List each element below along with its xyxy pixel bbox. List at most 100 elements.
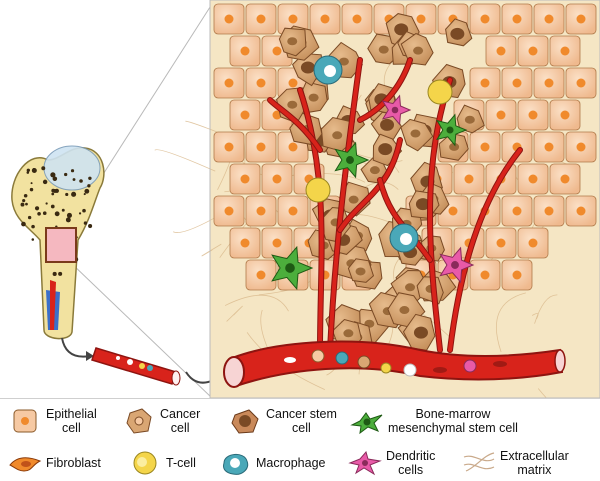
cancer-nucleus <box>399 306 410 315</box>
dendritic-cell-icon <box>348 450 382 476</box>
epithelial-nucleus <box>240 174 250 184</box>
ecm-fiber <box>537 388 548 398</box>
bone-marrow-dot <box>20 202 25 207</box>
mesenchymal-stem-cell-nucleus <box>346 156 354 164</box>
capillary <box>378 178 432 262</box>
cancer-stem-nucleus <box>378 143 393 156</box>
bone-marrow-dot <box>71 191 77 197</box>
epithelial-nucleus <box>224 78 234 88</box>
bone-marrow-dot <box>41 166 46 171</box>
capillary <box>268 98 322 152</box>
cancer-stem-nucleus <box>413 326 428 339</box>
mesenchymal-stem-cell-nucleus <box>446 126 454 134</box>
bone-marrow-dot <box>88 176 92 180</box>
epithelial-nucleus <box>256 14 266 24</box>
epithelial-nucleus <box>512 78 522 88</box>
epithelial-nucleus <box>496 46 506 56</box>
bone-marrow-dot <box>88 223 93 229</box>
bone-marrow-dot <box>42 211 47 216</box>
epithelial-nucleus <box>528 238 538 248</box>
epithelial-nucleus <box>272 46 282 56</box>
epithelial-nucleus <box>528 174 538 184</box>
zoomed-tissue-panel <box>154 0 600 398</box>
bone-marrow-dot <box>25 202 28 206</box>
cancer-nucleus <box>464 115 475 124</box>
bone-marrow-dot <box>65 217 71 223</box>
bone-marrow-dot <box>31 238 35 241</box>
bone-marrow-dot <box>72 178 76 181</box>
cancer-nucleus <box>378 45 389 54</box>
ecm-fiber <box>154 149 216 172</box>
epithelial-nucleus <box>224 14 234 24</box>
bone-marrow-dot <box>52 188 57 193</box>
legend-item-tcell: T-cell <box>128 449 196 477</box>
bone-marrow-dot <box>21 221 26 227</box>
macrophage-icon <box>223 454 249 475</box>
bone-marrow-dot <box>78 212 82 215</box>
epithelial-nucleus <box>256 206 266 216</box>
legend-label-ecm: Extracellular matrix <box>500 449 569 477</box>
bone-marrow-dot <box>65 192 69 197</box>
cancer-stem-nucleus <box>380 118 395 131</box>
bone-marrow-dot <box>50 172 56 178</box>
legend: Epithelial cell Cancer cell Cancer stem … <box>0 398 600 481</box>
legend-label-cancer: Cancer cell <box>160 407 201 435</box>
epithelial-nucleus <box>544 78 554 88</box>
legend-item-cancer-stem: Cancer stem cell <box>228 407 337 435</box>
capillary <box>358 58 412 122</box>
bone-marrow-dot <box>52 176 58 182</box>
epithelial-nucleus <box>496 238 506 248</box>
cancer-nucleus <box>355 267 366 276</box>
epithelial-nucleus <box>320 14 330 24</box>
zoom-region-box <box>45 227 77 263</box>
bone-marrow-dot <box>45 202 48 205</box>
ecm-fiber <box>531 313 539 319</box>
epithelial-nucleus <box>480 78 490 88</box>
t-cell-icon <box>133 451 157 475</box>
legend-label-cancer-stem: Cancer stem cell <box>266 407 337 435</box>
fibroblast-icon <box>9 457 42 472</box>
epithelial-nucleus <box>256 270 266 280</box>
t-cell <box>305 177 331 203</box>
cancer-nucleus <box>405 283 416 292</box>
bone-marrow-dot <box>66 212 73 218</box>
epithelial-nucleus <box>528 46 538 56</box>
bone-marrow-dot <box>26 168 30 172</box>
capillary <box>428 78 452 352</box>
bone-marrow-dot <box>70 169 75 173</box>
t-cell <box>427 79 453 105</box>
epithelial-nucleus <box>240 238 250 248</box>
cancer-nucleus <box>287 100 298 109</box>
epithelial-nucleus <box>576 206 586 216</box>
mesenchymal-stem-cell-nucleus <box>285 263 295 273</box>
cancer-nucleus <box>413 46 424 55</box>
capillary <box>448 148 522 352</box>
epithelial-cell-layer <box>213 3 597 291</box>
epithelial-nucleus <box>512 14 522 24</box>
epithelial-nucleus <box>448 206 458 216</box>
epithelial-nucleus <box>480 270 490 280</box>
ecm-fiber <box>226 305 243 322</box>
epithelial-nucleus <box>256 78 266 88</box>
epithelial-nucleus <box>544 142 554 152</box>
cancer-nucleus <box>348 195 359 204</box>
legend-item-dendritic: Dendritic cells <box>348 449 435 477</box>
arrow-bone-to-vessel <box>61 337 91 358</box>
bone-marrow-dot <box>34 206 40 211</box>
cancer-nucleus <box>287 37 298 46</box>
epithelial-nucleus <box>512 270 522 280</box>
extracellular-matrix-icon <box>463 452 495 472</box>
cancer-nucleus <box>369 166 380 175</box>
cancer-nucleus <box>308 93 319 102</box>
bone-marrow-dot <box>87 184 91 188</box>
epithelial-nucleus <box>560 46 570 56</box>
epithelial-nucleus <box>288 142 298 152</box>
epithelial-nucleus <box>512 206 522 216</box>
cancer-nucleus <box>410 129 421 138</box>
bone-marrow-dot <box>51 192 55 196</box>
epithelial-nucleus <box>576 142 586 152</box>
capillary <box>298 88 324 352</box>
bone-marrow-dot <box>79 179 83 183</box>
macrophage-core <box>324 65 336 77</box>
bone-marrow-dot <box>83 221 88 225</box>
